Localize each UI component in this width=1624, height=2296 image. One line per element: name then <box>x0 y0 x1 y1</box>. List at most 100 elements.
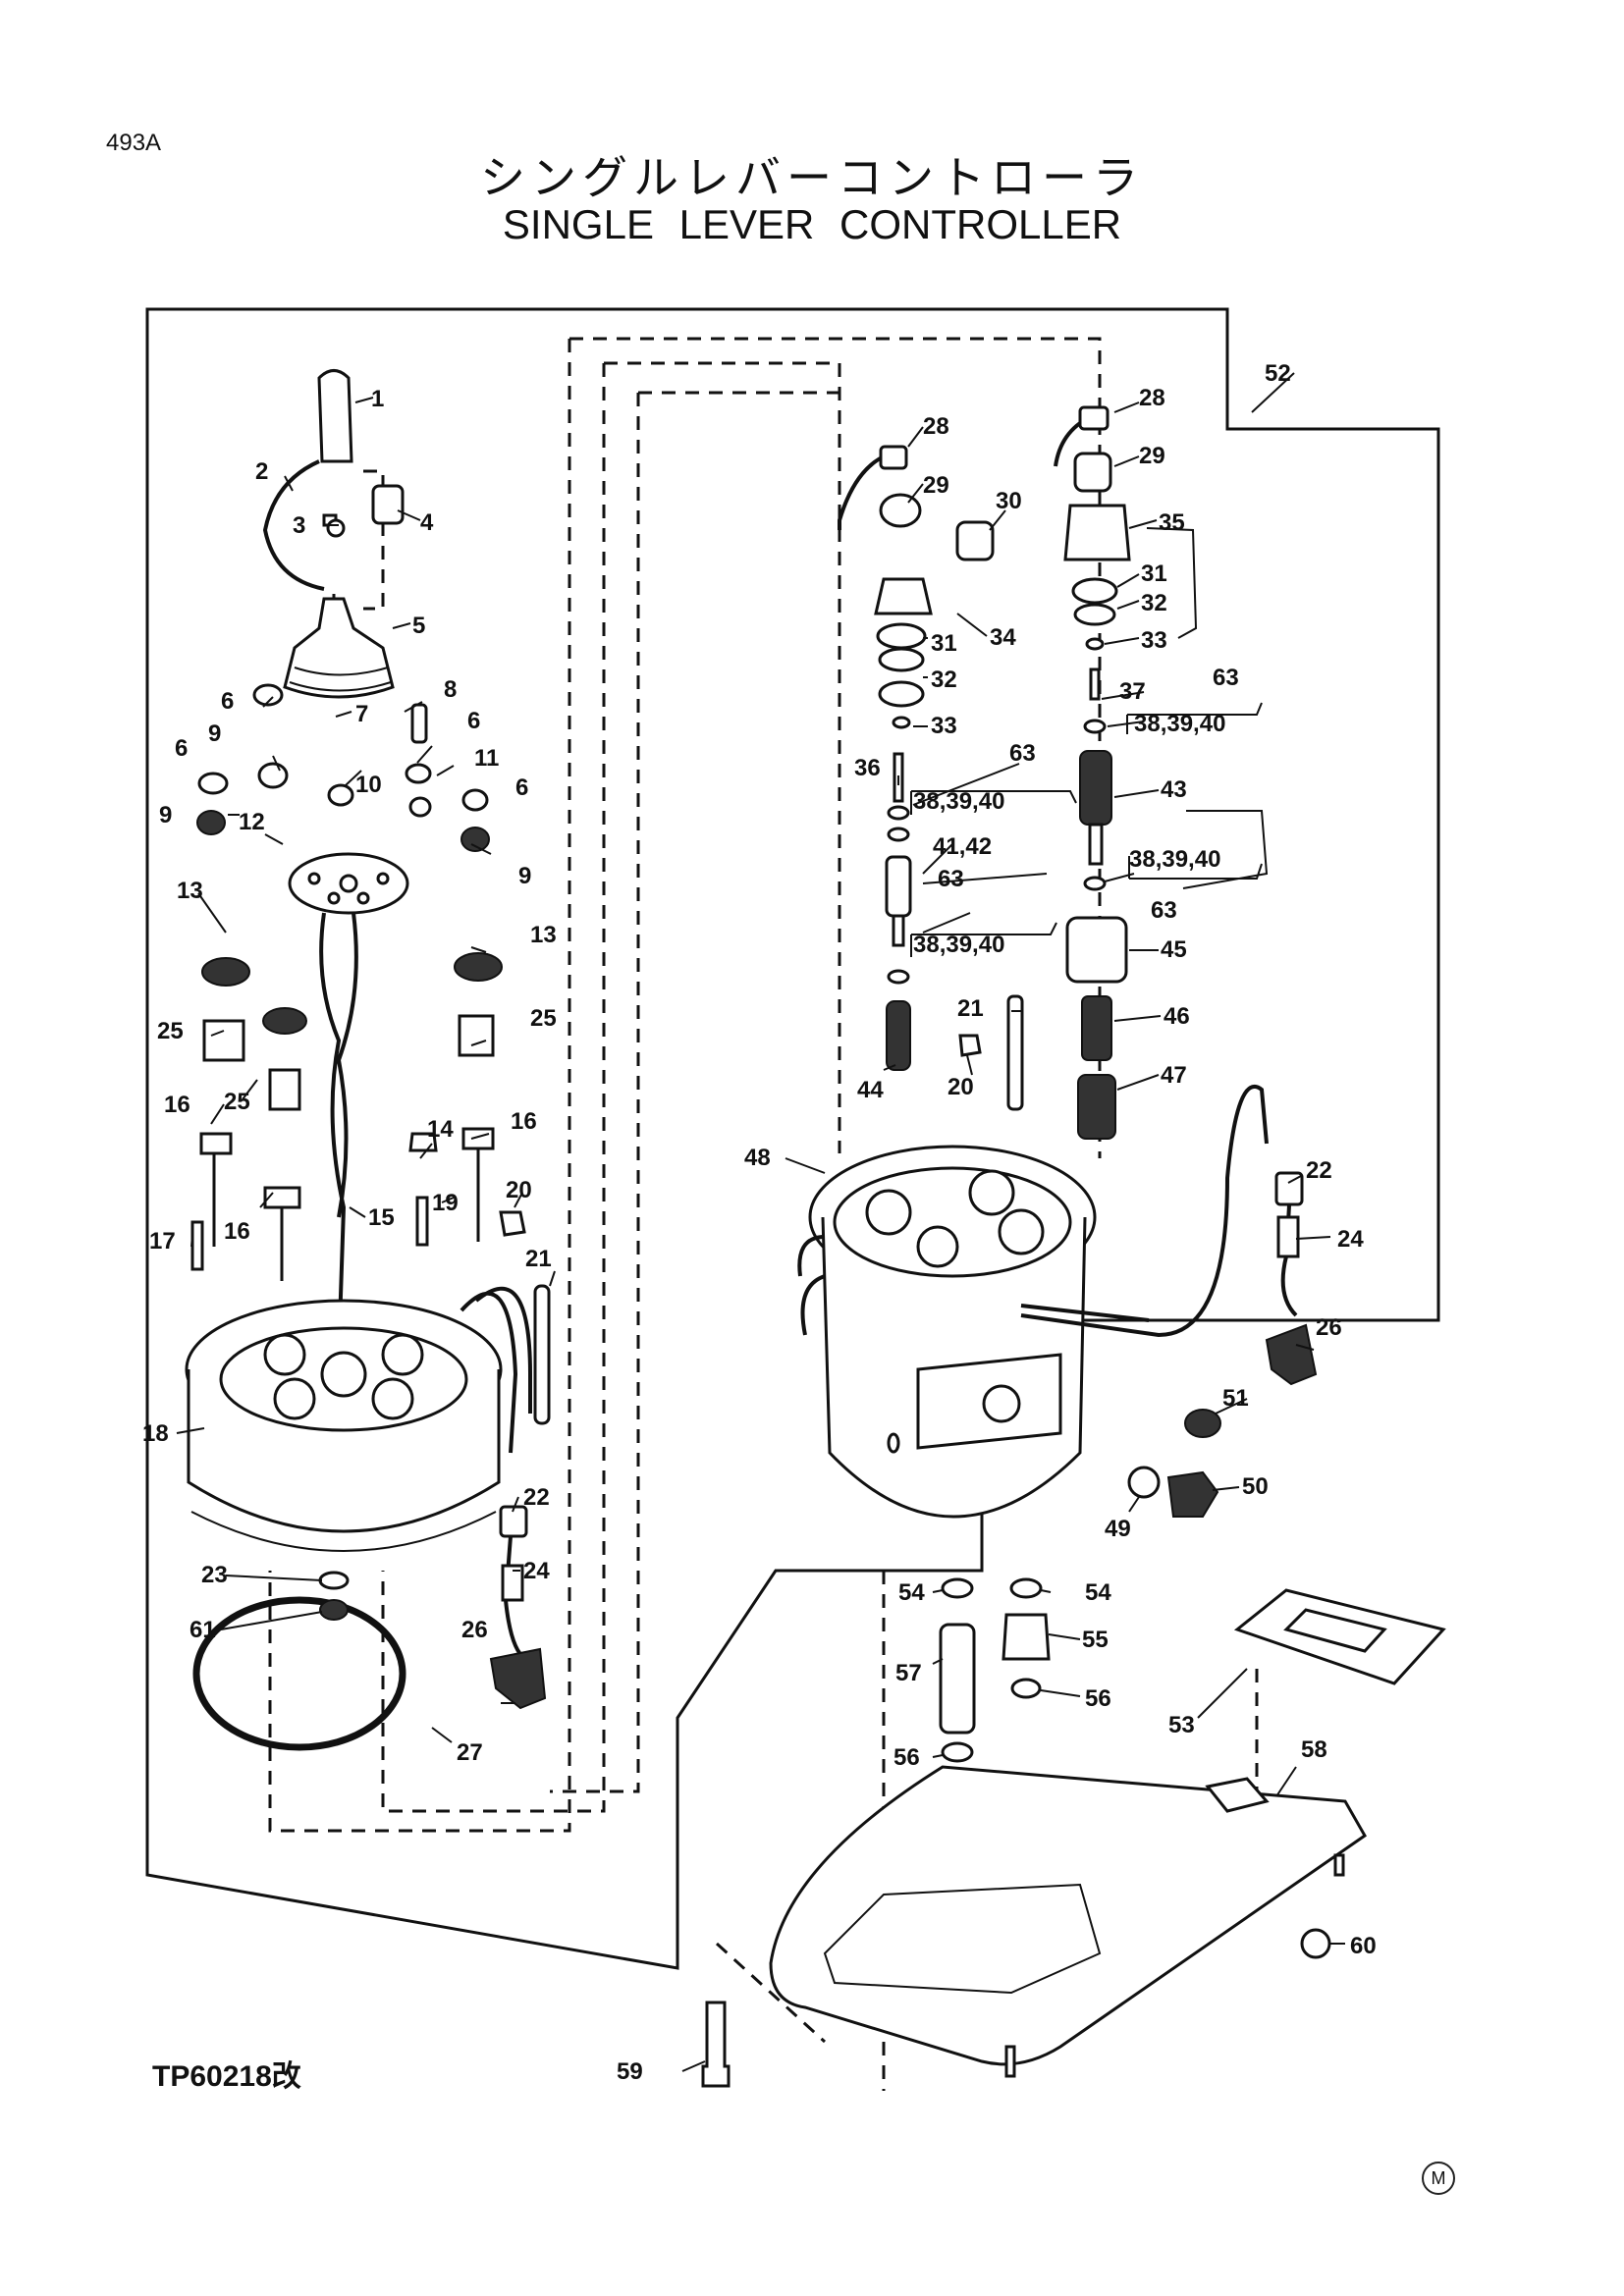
callout-61: 61 <box>189 1617 216 1643</box>
pilot-plate-12 <box>288 852 409 915</box>
cover-53-hole <box>1283 1608 1387 1653</box>
callout-27: 27 <box>457 1739 483 1766</box>
callout-56a: 56 <box>1085 1685 1111 1712</box>
page-code: 493A <box>106 130 162 156</box>
callout-21a: 21 <box>525 1246 552 1272</box>
leader-lines <box>176 372 1345 2072</box>
lever-grip <box>262 369 353 591</box>
callout-6b: 6 <box>467 708 480 734</box>
callout-23: 23 <box>201 1562 228 1588</box>
callout-6d: 6 <box>515 774 528 801</box>
callout-30: 30 <box>996 488 1022 514</box>
callout-41-42: 41,42 <box>933 833 992 860</box>
callout-25b: 25 <box>530 1005 557 1032</box>
tie-band-21-left <box>533 1284 551 1425</box>
callout-2: 2 <box>255 458 268 485</box>
callout-9b: 9 <box>159 802 172 828</box>
callout-38-39-40a: 38,39,40 <box>913 788 1004 815</box>
callout-labels: 1 2 3 4 5 6 6 6 6 7 8 9 9 9 10 11 12 13 … <box>142 360 1377 2085</box>
callout-56b: 56 <box>893 1744 920 1771</box>
group-line-inner-2 <box>550 391 839 1793</box>
housing-48 <box>808 1145 1097 1519</box>
callout-38-39-40b: 38,39,40 <box>913 932 1004 958</box>
plungers-left <box>190 952 526 1281</box>
callout-63b: 63 <box>938 866 964 892</box>
callout-60: 60 <box>1350 1933 1377 1959</box>
title-english: SINGLE LEVER CONTROLLER <box>502 201 1122 247</box>
callout-5: 5 <box>412 613 425 639</box>
callout-48: 48 <box>744 1145 771 1171</box>
callout-13a: 13 <box>177 878 203 904</box>
callout-36: 36 <box>854 755 881 781</box>
callout-16a: 16 <box>164 1092 190 1118</box>
callout-44: 44 <box>857 1077 884 1103</box>
callout-47: 47 <box>1161 1062 1187 1089</box>
callout-55: 55 <box>1082 1627 1109 1653</box>
callout-28a: 28 <box>923 413 949 440</box>
callout-24b: 24 <box>1337 1226 1364 1253</box>
callout-35: 35 <box>1159 509 1185 536</box>
callout-10: 10 <box>355 772 382 798</box>
callout-57: 57 <box>895 1660 922 1686</box>
callout-50: 50 <box>1242 1473 1269 1500</box>
callout-22a: 22 <box>523 1484 550 1511</box>
callout-21b: 21 <box>957 995 984 1022</box>
callout-4: 4 <box>420 509 434 536</box>
callout-11: 11 <box>474 745 499 772</box>
casing-18 <box>185 1299 503 1552</box>
cable-left <box>460 1286 532 1454</box>
assembly-frame <box>145 307 1440 1970</box>
callout-45: 45 <box>1161 936 1187 963</box>
cap-part-4 <box>371 484 405 525</box>
callout-51: 51 <box>1222 1385 1249 1412</box>
callout-38-39-40d: 38,39,40 <box>1129 846 1220 873</box>
callout-29a: 29 <box>923 472 949 499</box>
corner-mark: M <box>1422 2162 1455 2195</box>
callout-31a: 31 <box>931 630 957 657</box>
callout-37: 37 <box>1119 678 1146 705</box>
callout-63a: 63 <box>1009 740 1036 767</box>
callout-53: 53 <box>1168 1712 1195 1738</box>
callout-14: 14 <box>427 1116 454 1143</box>
callout-9a: 9 <box>208 721 221 747</box>
callout-25a: 25 <box>157 1018 184 1044</box>
callout-31b: 31 <box>1141 561 1167 587</box>
callout-54a: 54 <box>898 1579 925 1606</box>
wire-harness <box>319 912 358 1356</box>
callout-20a: 20 <box>506 1177 532 1203</box>
group-line-left-housing <box>268 337 1102 1833</box>
o-ring-27 <box>192 1596 406 1751</box>
callout-25c: 25 <box>224 1089 250 1115</box>
callout-3: 3 <box>293 512 305 539</box>
nuts-washers-left <box>196 683 490 852</box>
callout-32a: 32 <box>931 667 957 693</box>
nut-61 <box>319 1599 349 1621</box>
callout-8: 8 <box>444 676 457 703</box>
callout-13b: 13 <box>530 922 557 948</box>
callout-9c: 9 <box>518 863 531 889</box>
callout-16c: 16 <box>224 1218 250 1245</box>
figure-code: TP60218改 <box>152 2060 301 2093</box>
callout-1: 1 <box>371 386 384 412</box>
callout-63c: 63 <box>1213 665 1239 691</box>
callout-26a: 26 <box>461 1617 488 1643</box>
callout-33a: 33 <box>931 713 957 739</box>
callout-49: 49 <box>1105 1516 1131 1542</box>
title-japanese: シングルレバーコントローラ <box>480 151 1144 204</box>
callout-43: 43 <box>1161 776 1187 803</box>
callout-20b: 20 <box>947 1074 974 1100</box>
callout-32b: 32 <box>1141 590 1167 616</box>
callout-58: 58 <box>1301 1736 1327 1763</box>
callout-46: 46 <box>1164 1003 1190 1030</box>
connector-left <box>489 1505 547 1710</box>
callout-22b: 22 <box>1306 1157 1332 1184</box>
callout-29b: 29 <box>1139 443 1165 469</box>
bolt-59 <box>701 2001 731 2088</box>
callout-33b: 33 <box>1141 627 1167 654</box>
washer-23 <box>318 1571 350 1590</box>
group-line-inner-housing <box>381 361 841 1813</box>
callout-18: 18 <box>142 1420 169 1447</box>
callout-63d: 63 <box>1151 897 1177 924</box>
callout-16b: 16 <box>511 1108 537 1135</box>
